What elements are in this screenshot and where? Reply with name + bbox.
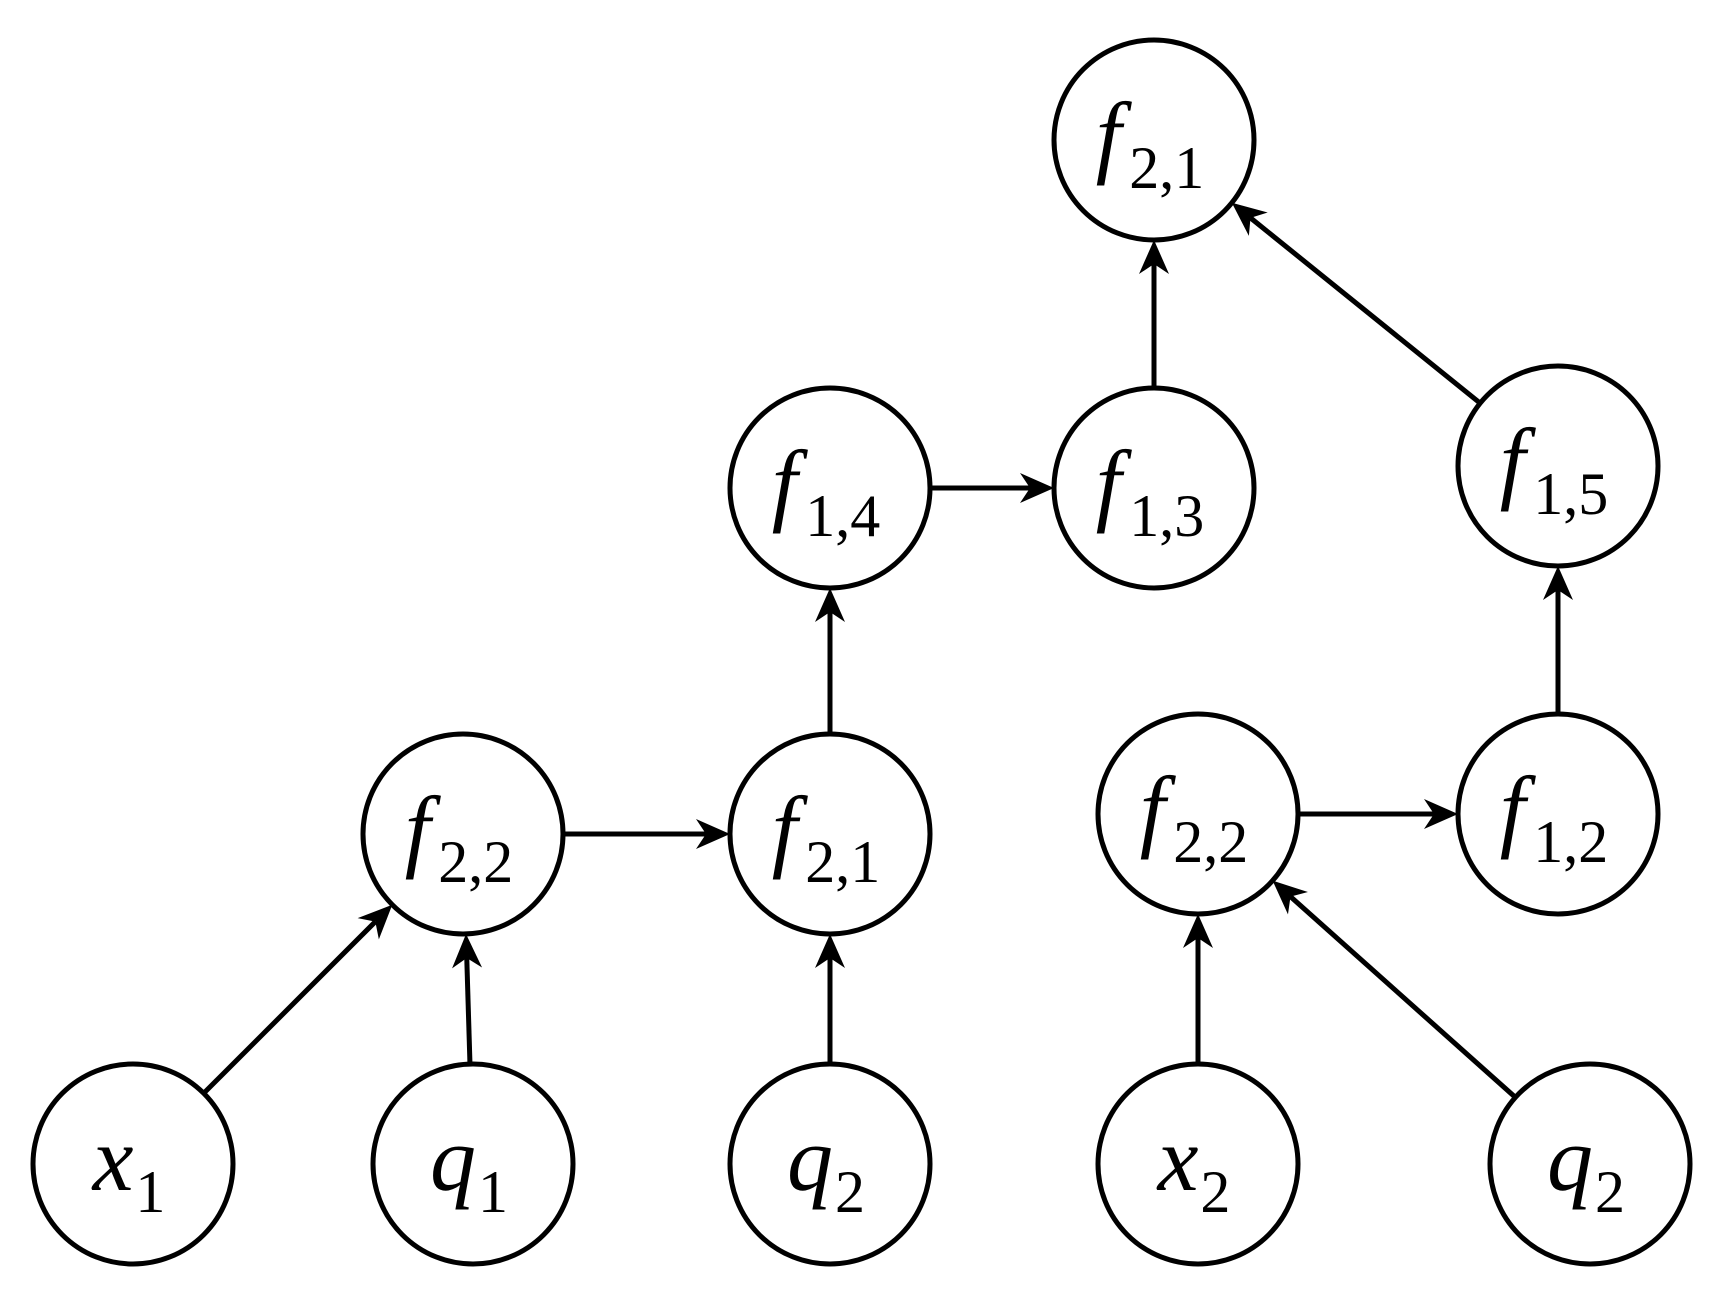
edge-x1-to-l_f22 <box>201 904 393 1096</box>
edge-l_q2-to-l_f21 <box>815 934 845 1064</box>
arrow-head <box>1424 799 1458 829</box>
node-circle <box>727 385 933 591</box>
edge-l_f21-to-f14 <box>815 588 845 734</box>
arrow-head <box>1183 914 1213 948</box>
arrow-head <box>1020 473 1054 503</box>
arrow-head <box>1272 880 1308 915</box>
edge-f15-to-top_f21 <box>1231 202 1482 406</box>
node-r_q2: q2 <box>1487 1061 1693 1267</box>
node-q1: q1 <box>370 1061 576 1267</box>
arrow-head <box>452 933 483 969</box>
node-subscript: 1 <box>478 1159 508 1225</box>
edge-l_f22-to-l_f21 <box>563 819 730 849</box>
node-label: q2 <box>787 1108 865 1225</box>
edge-line <box>464 957 473 1065</box>
node-x2: x2 <box>1095 1061 1301 1267</box>
arrow-head <box>1231 202 1268 236</box>
node-subscript: 2,1 <box>1129 135 1204 201</box>
node-variable: q <box>787 1108 833 1210</box>
node-label: q1 <box>430 1108 508 1225</box>
arrow-head <box>1543 566 1573 600</box>
node-subscript: 2,1 <box>805 829 880 895</box>
node-circle <box>1455 363 1661 569</box>
node-circle <box>30 1061 236 1267</box>
node-circle <box>727 1061 933 1267</box>
edge-r_f22-to-f12 <box>1298 799 1458 829</box>
edge-line <box>1288 894 1518 1100</box>
edge-q1-to-l_f22 <box>452 933 483 1065</box>
arrow-head <box>815 588 845 622</box>
arrow-head <box>1139 240 1169 274</box>
node-subscript: 2 <box>1595 1159 1625 1225</box>
node-circle <box>360 731 566 937</box>
node-l_q2: q2 <box>727 1061 933 1267</box>
node-variable: q <box>1547 1108 1593 1210</box>
arrow-head <box>696 819 730 849</box>
node-circle <box>370 1061 576 1267</box>
node-subscript: 2,2 <box>438 829 513 895</box>
node-subscript: 1,4 <box>805 483 880 549</box>
node-variable: x <box>91 1108 134 1210</box>
node-subscript: 2,2 <box>1173 809 1248 875</box>
node-circle <box>727 731 933 937</box>
node-variable: x <box>1156 1108 1199 1210</box>
node-label: x1 <box>91 1108 166 1225</box>
node-subscript: 2 <box>1200 1159 1230 1225</box>
edge-line <box>1248 215 1482 406</box>
node-subscript: 1,5 <box>1533 461 1608 527</box>
arrow-head <box>357 904 393 940</box>
node-x1: x1 <box>30 1061 236 1267</box>
edge-r_q2-to-r_f22 <box>1272 880 1518 1100</box>
node-circle <box>1487 1061 1693 1267</box>
node-subscript: 2 <box>835 1159 865 1225</box>
edge-f14-to-f13 <box>930 473 1054 503</box>
edge-f13-to-top_f21 <box>1139 240 1169 388</box>
edges-layer <box>201 202 1573 1100</box>
edge-f12-to-f15 <box>1543 566 1573 714</box>
edge-x2-to-r_f22 <box>1183 914 1213 1064</box>
node-subscript: 1 <box>135 1159 165 1225</box>
node-subscript: 1,2 <box>1533 809 1608 875</box>
edge-line <box>201 919 378 1096</box>
node-circle <box>1095 711 1301 917</box>
node-subscript: 1,3 <box>1129 483 1204 549</box>
node-label: q2 <box>1547 1108 1625 1225</box>
node-circle <box>1455 711 1661 917</box>
node-circle <box>1051 385 1257 591</box>
node-label: x2 <box>1156 1108 1231 1225</box>
node-circle <box>1095 1061 1301 1267</box>
node-variable: q <box>430 1108 476 1210</box>
node-circle <box>1051 37 1257 243</box>
arrow-head <box>815 934 845 968</box>
